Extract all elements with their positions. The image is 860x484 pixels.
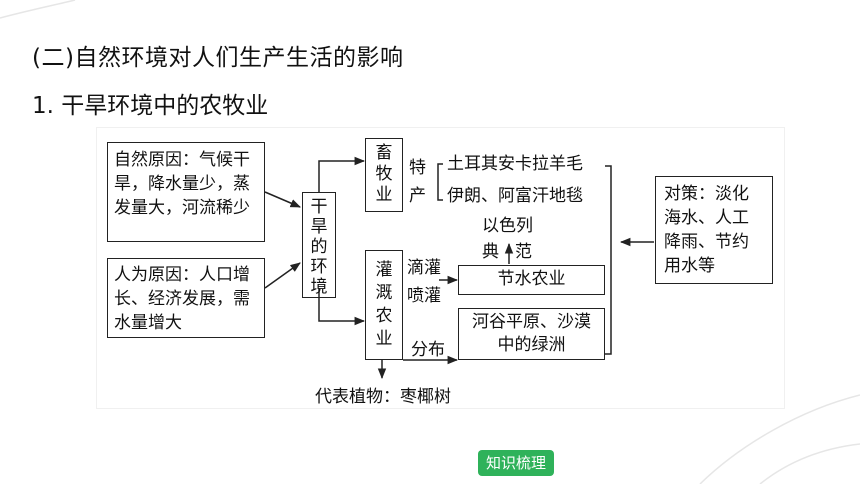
model-label-fan: 范 [515,242,532,262]
diagram-connectors [264,156,654,380]
arrow-arid-to-irrigation [318,288,366,326]
arid-environment-box: 干旱的环境 [302,192,336,298]
arrow-arid-to-livestock [318,156,366,192]
spray-irrigation-label: 喷灌 [407,286,441,306]
water-saving-agriculture-box: 节水农业 [458,265,605,295]
arrow-natural-to-arid [264,191,301,208]
bracket-left [437,163,443,201]
livestock-box: 畜牧业 [365,138,403,212]
drip-irrigation-label: 滴灌 [407,258,441,278]
distribution-text: 河谷平原、沙漠中的绿洲 [472,312,591,355]
product-wool: 土耳其安卡拉羊毛 [447,154,583,174]
subsection-heading: 1. 干旱环境中的农牧业 [32,93,269,119]
natural-causes-text: 自然原因：气候干旱，降水量少，蒸发量大，河流稀少 [114,150,250,218]
natural-causes-box: 自然原因：气候干旱，降水量少，蒸发量大，河流稀少 [107,142,265,242]
bracket-right [605,165,612,355]
agriculture-flow-diagram: 自然原因：气候干旱，降水量少，蒸发量大，河流稀少 人为原因：人口增长、经济发展，… [97,128,784,408]
distribution-box: 河谷平原、沙漠中的绿洲 [458,308,605,360]
model-label-dian: 典 [482,242,499,262]
measures-text: 对策：淡化海水、人工降雨、节约用水等 [664,184,749,276]
section-heading: (二)自然环境对人们生产生活的影响 [32,45,404,71]
irrigation-agriculture-text: 灌溉农业 [375,260,393,349]
special-label: 特产 [409,158,426,206]
model-label-israel: 以色列 [482,216,533,236]
human-causes-box: 人为原因：人口增长、经济发展，需水量增大 [107,258,265,338]
irrigation-agriculture-box: 灌溉农业 [365,250,403,360]
arrow-human-to-arid [264,262,301,289]
knowledge-summary-button[interactable]: 知识梳理 [478,450,555,476]
distribution-word: 分布 [411,340,445,360]
livestock-text: 畜牧业 [375,143,393,205]
water-saving-text: 节水农业 [497,269,566,289]
product-carpet: 伊朗、阿富汗地毯 [447,186,583,206]
arid-environment-text: 干旱的环境 [310,197,328,297]
representative-plants: 代表植物：枣椰树 [315,387,451,407]
human-causes-text: 人为原因：人口增长、经济发展，需水量增大 [114,265,250,333]
measures-box: 对策：淡化海水、人工降雨、节约用水等 [655,176,773,284]
